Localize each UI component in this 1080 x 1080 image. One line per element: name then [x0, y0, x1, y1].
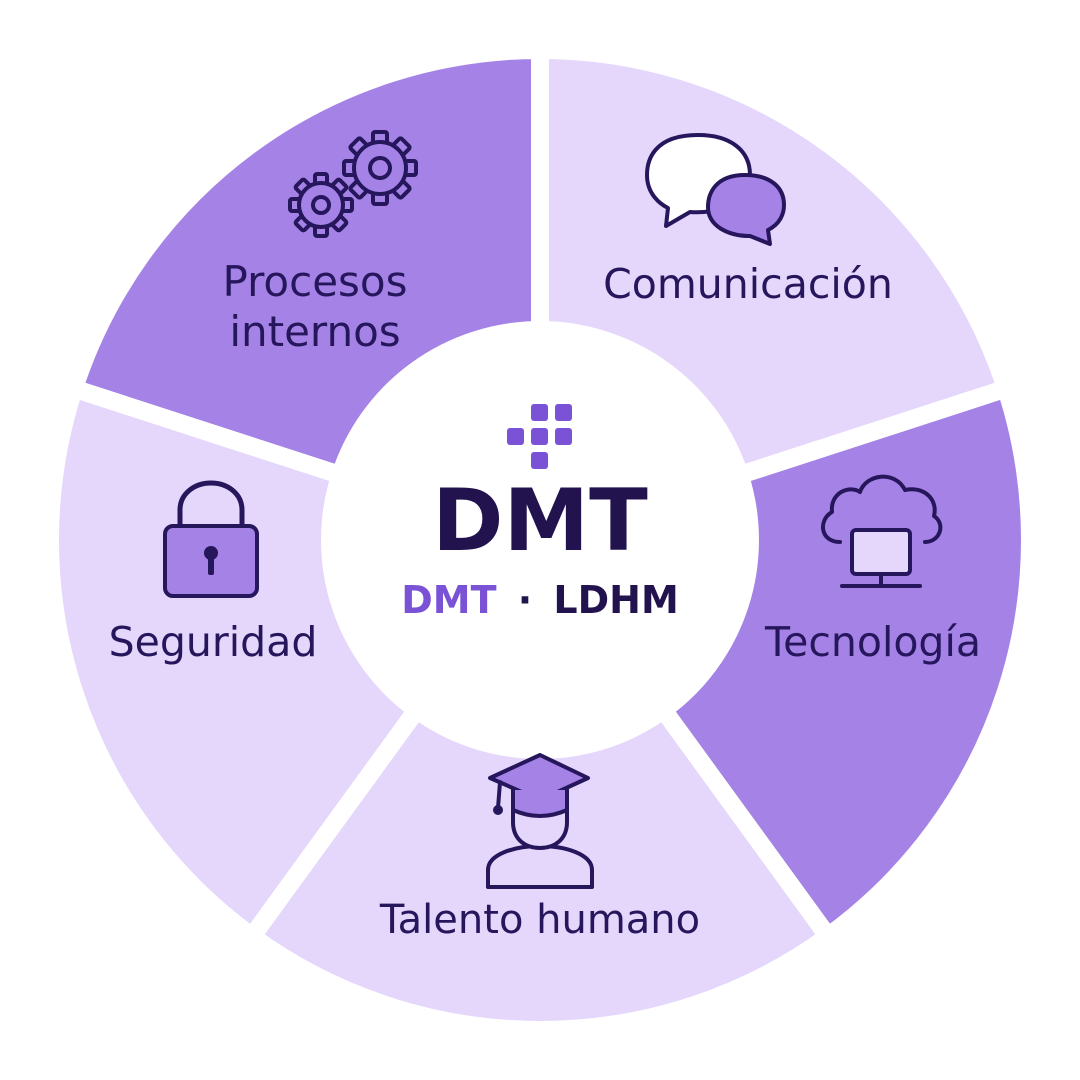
dmt-logo-icon	[507, 404, 572, 469]
tecnologia-label: Tecnología	[764, 618, 981, 666]
center-subtitle-right: LDHM	[553, 578, 678, 622]
gears-icon	[288, 130, 418, 238]
center-subtitle-left: DMT	[401, 578, 496, 622]
center-subtitle-separator: ·	[518, 578, 532, 622]
segment-seguridad	[41, 379, 426, 946]
seguridad-label: Seguridad	[109, 618, 318, 666]
procesos-label-line2: internos	[229, 307, 400, 356]
talento-label: Talento humano	[379, 897, 700, 943]
segment-procesos	[65, 41, 549, 485]
segment-procesos-shape	[65, 41, 549, 485]
center-disc	[335, 330, 745, 740]
padlock-icon	[163, 480, 259, 598]
comunicacion-label: Comunicación	[603, 260, 893, 308]
cloud-computer-icon	[821, 474, 943, 588]
speech-bubbles-icon	[645, 133, 786, 246]
segment-tecnologia-shape	[654, 379, 1039, 946]
segment-tecnologia	[654, 379, 1039, 946]
segment-seguridad-shape	[41, 379, 426, 946]
graduate-person-icon	[486, 753, 594, 889]
center-subtitle: DMT · LDHM	[401, 578, 679, 622]
procesos-label-line1: Procesos	[222, 257, 407, 306]
center-title: DMT	[432, 471, 648, 571]
